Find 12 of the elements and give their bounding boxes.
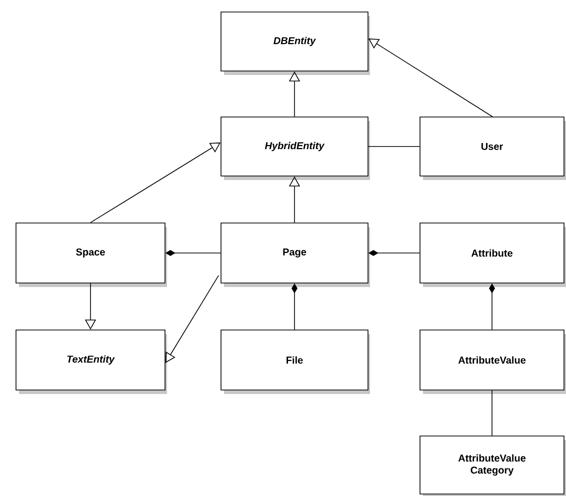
class-box: User	[420, 116, 566, 180]
class-box: Page	[220, 222, 370, 287]
class-box: AttributeValue	[420, 330, 566, 394]
class-box: Space	[16, 222, 167, 287]
class-box: TextEntity	[16, 330, 167, 394]
class-box: HybridEntity	[220, 116, 370, 180]
class-box: Attribute	[420, 222, 566, 287]
class-box: File	[220, 330, 370, 394]
association-line	[368, 146, 420, 147]
inheritance-arrow	[165, 275, 219, 363]
class-box: AttributeValue Category	[420, 436, 566, 496]
class-box: DBEntity	[220, 12, 370, 75]
